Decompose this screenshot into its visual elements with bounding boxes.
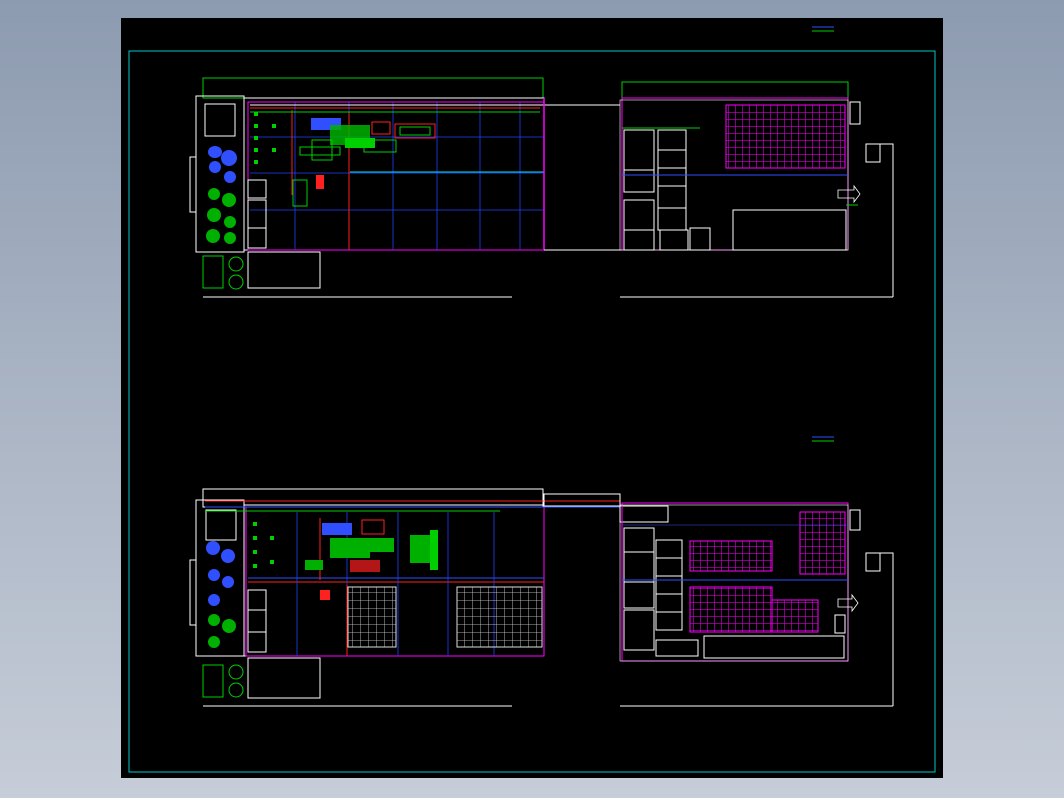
lower-plan: [189, 488, 894, 707]
upper-columns: [254, 112, 276, 164]
upper-right-rooms: [623, 129, 711, 251]
upper-tanks: [206, 146, 237, 244]
upper-annex: [247, 251, 321, 289]
upper-equipment: [292, 118, 436, 207]
lower-rack-a: [347, 586, 397, 648]
upper-plan: [189, 77, 894, 298]
upper-storage-racks: [725, 104, 846, 169]
lower-storage-racks-4: [771, 599, 819, 633]
upper-left-tab: [189, 156, 197, 213]
lower-rack-b: [456, 586, 543, 648]
lower-tanks: [206, 541, 236, 648]
lower-annex: [247, 657, 321, 699]
lower-storage-racks-3: [689, 586, 773, 633]
lower-equipment: [305, 519, 438, 600]
lower-storage-racks-2: [799, 511, 846, 575]
lower-storage-racks-1: [689, 540, 773, 572]
sheet-border: [128, 50, 936, 773]
